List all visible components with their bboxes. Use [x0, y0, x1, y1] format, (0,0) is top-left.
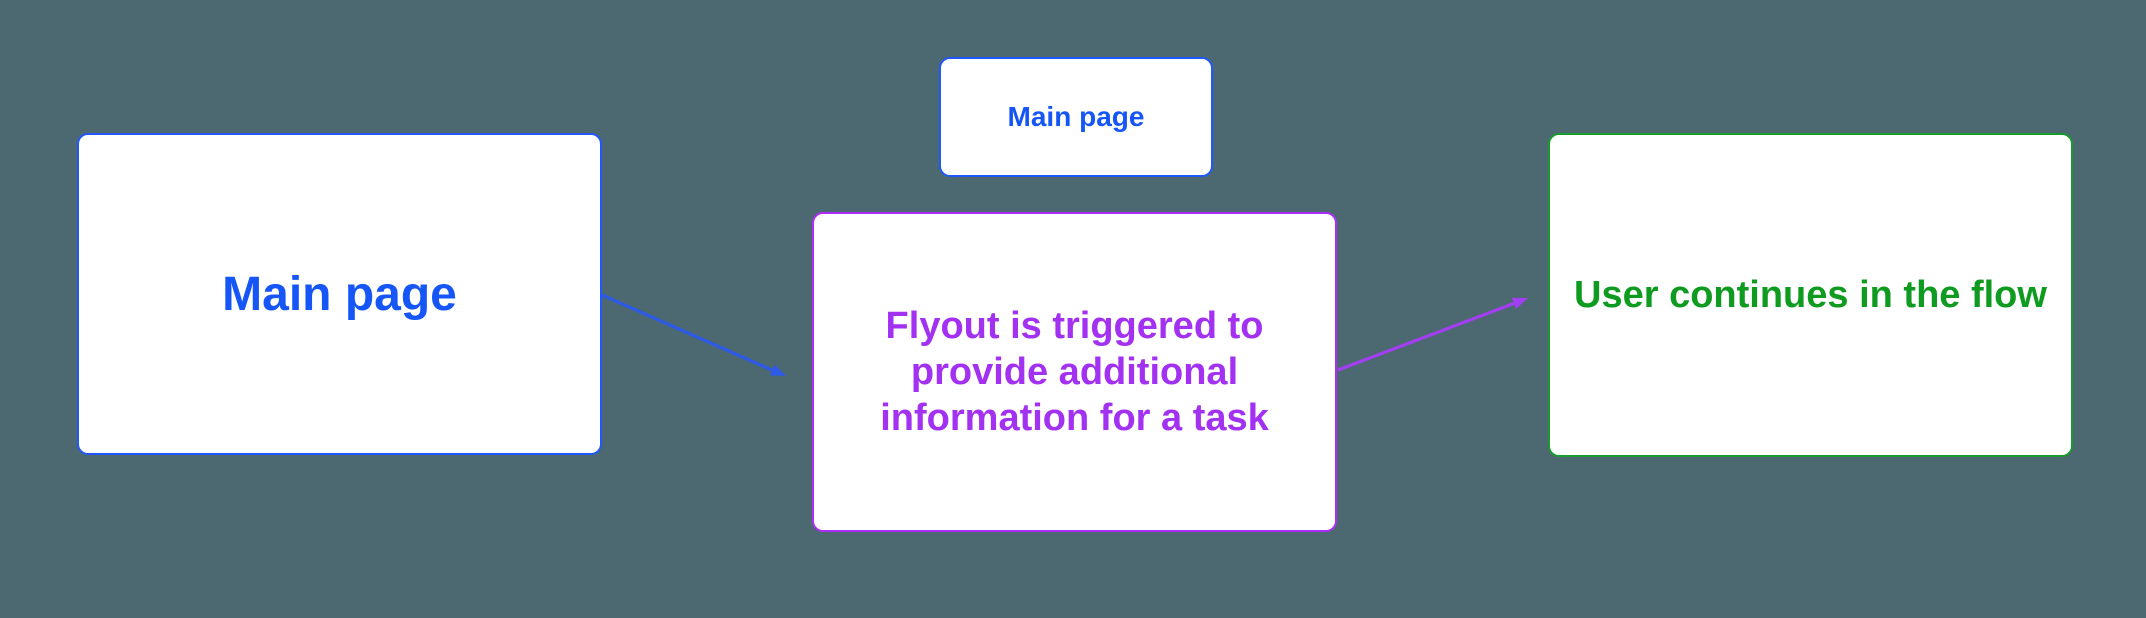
- connector-main-to-flyout[interactable]: [601, 293, 786, 376]
- node-flyout-label-line-2: provide additional: [910, 351, 1239, 393]
- node-flyout-label-line-3: information for a task: [880, 397, 1269, 439]
- node-flyout-label-line-1: Flyout is triggered to: [885, 305, 1264, 347]
- node-main-page-small-label: Main page: [1007, 101, 1145, 132]
- node-user-continues-label: User continues in the flow: [1574, 273, 2047, 316]
- node-user-continues[interactable]: User continues in the flow: [1548, 133, 2073, 457]
- connector-flyout-to-continue[interactable]: [1337, 297, 1528, 372]
- node-flyout[interactable]: Flyout is triggered to provide additiona…: [812, 212, 1337, 532]
- connector-main-to-flyout-line[interactable]: [601, 293, 774, 372]
- node-main-page[interactable]: Main page: [77, 133, 602, 455]
- connector-flyout-to-continue-arrowhead-icon: [1511, 297, 1528, 309]
- node-main-page-label: Main page: [222, 267, 457, 321]
- connector-main-to-flyout-arrowhead-icon: [769, 364, 786, 376]
- node-main-page-small[interactable]: Main page: [939, 57, 1213, 177]
- connector-flyout-to-continue-line[interactable]: [1337, 301, 1516, 372]
